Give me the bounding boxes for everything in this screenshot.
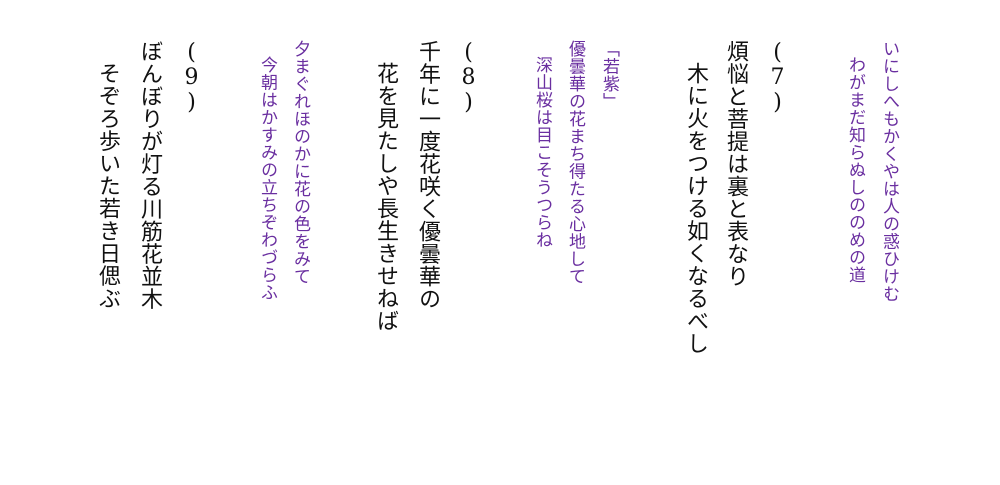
section-7-number: (7) xyxy=(765,40,790,115)
section-7-line-2: 木に火をつける如くなるべし xyxy=(683,62,708,355)
section-9-line-2: そぞろ歩いた若き日偲ぶ xyxy=(95,62,120,310)
section-8-number: (8) xyxy=(456,40,481,115)
section-8-line-2: 花を見たしや長生きせねば xyxy=(373,62,398,332)
section-8-line-1: 千年に一度花咲く優曇華の xyxy=(415,40,440,310)
quote-2-line-1: 優曇華の花まち得たる心地して xyxy=(565,40,585,285)
quote-1-line-1: いにしへもかくやは人の惑ひけむ xyxy=(879,40,899,303)
section-9-number: (9) xyxy=(179,40,204,115)
section-9-line-1: ぼんぼりが灯る川筋花並木 xyxy=(137,40,162,310)
quote-3-line-1: 夕まぐれほのかに花の色をみて xyxy=(290,40,310,285)
quote-1-line-2: わがまだ知らぬしののめの道 xyxy=(845,56,865,284)
quote-3-line-2: 今朝はかすみの立ちぞわづらふ xyxy=(257,56,277,301)
section-7-line-1: 煩悩と菩提は裏と表なり xyxy=(723,40,748,288)
quote-2-source: 「若紫」 xyxy=(599,40,619,110)
quote-2-line-2: 深山桜は目こそうつらね xyxy=(532,56,552,249)
